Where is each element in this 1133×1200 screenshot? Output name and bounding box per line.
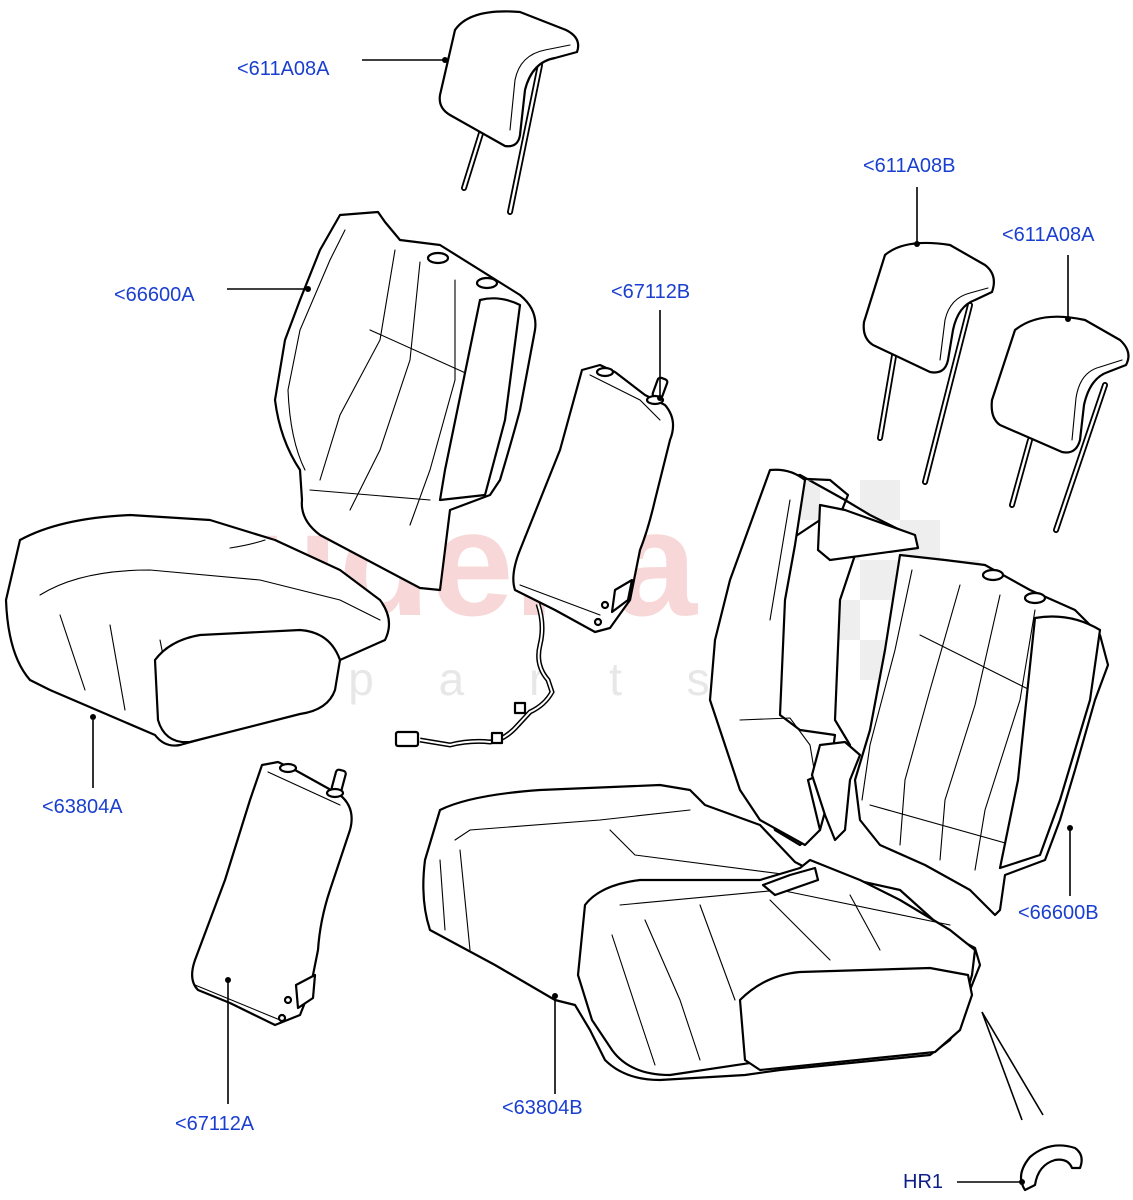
headrest-right-a	[990, 315, 1130, 533]
wire-harness	[394, 603, 555, 748]
hr1-ring	[1019, 1144, 1083, 1192]
bolster-lower	[191, 760, 353, 1027]
callout-bolster-lower[interactable]: <67112A	[175, 1113, 255, 1135]
callout-cushion-left[interactable]: <63804A	[42, 796, 123, 818]
cushion-left	[4, 513, 391, 747]
callout-headrest-right-a[interactable]: <611A08A	[1002, 224, 1095, 246]
callout-ring[interactable]: HR1	[903, 1171, 944, 1193]
backrest-left	[273, 210, 537, 592]
backrest-right	[708, 468, 1110, 917]
headrest-top	[438, 10, 580, 215]
callout-backrest-left[interactable]: <66600A	[114, 284, 195, 306]
bolster-upper	[512, 363, 675, 634]
cushion-right	[422, 783, 982, 1082]
leader-lines	[90, 57, 1073, 1185]
headrest-right-b	[862, 241, 995, 485]
callout-bolster-upper[interactable]: <67112B	[611, 281, 691, 303]
callout-headrest-right-b[interactable]: <611A08B	[863, 155, 956, 177]
callout-backrest-right[interactable]: <66600B	[1018, 902, 1099, 924]
callout-headrest-top[interactable]: <611A08A	[237, 58, 330, 80]
callout-cushion-right[interactable]: <63804B	[502, 1097, 583, 1119]
